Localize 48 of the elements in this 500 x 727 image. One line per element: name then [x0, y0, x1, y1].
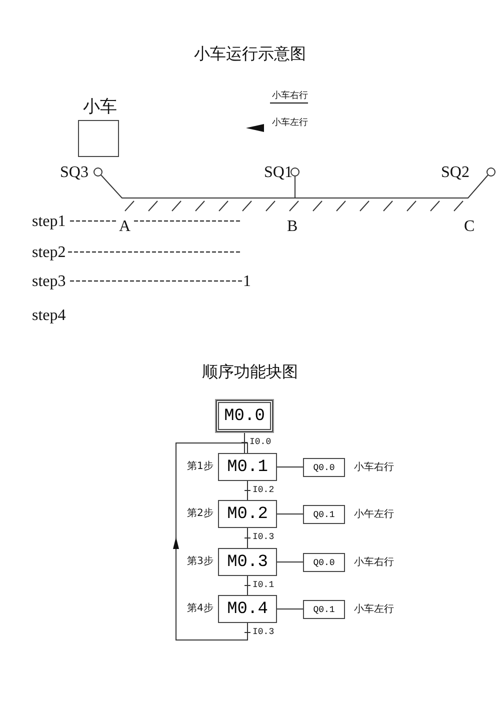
transition-label: I0.1 — [252, 580, 274, 590]
step-box — [218, 595, 277, 623]
node-label: Q0.0 — [313, 462, 335, 472]
action-label: 小车左行 — [354, 604, 394, 614]
action-box — [303, 600, 345, 619]
step-label: step2 — [32, 245, 66, 261]
step-number: 第4步 — [187, 604, 214, 614]
transition-label: I0.3 — [252, 533, 274, 542]
cart-box — [78, 120, 119, 157]
step-number: 第1步 — [187, 462, 214, 472]
legend-label: 小车左行 — [272, 119, 308, 128]
transition-label: I0.2 — [252, 486, 274, 494]
section-title: 顺序功能块图 — [201, 364, 299, 380]
action-box — [303, 505, 345, 524]
switch-label: SQ2 — [441, 165, 470, 181]
action-box — [303, 458, 345, 477]
action-box — [303, 553, 345, 572]
position-label: A — [119, 219, 131, 235]
node-label: Q0.0 — [313, 558, 335, 568]
legend-label: 小车右行 — [272, 92, 308, 101]
step-number: 第3步 — [187, 557, 214, 567]
step-number: 第2步 — [187, 509, 214, 519]
transition-label: I0.0 — [250, 438, 272, 446]
step-label: step4 — [32, 308, 66, 324]
cart-label: 小车 — [83, 99, 117, 116]
transition-label: I0.3 — [252, 628, 274, 636]
node-label: M0.2 — [227, 504, 268, 524]
switch-label: SQ1 — [264, 165, 292, 181]
action-label: 小车右行 — [354, 558, 394, 568]
position-label: C — [464, 219, 475, 235]
action-label: 小车右行 — [354, 462, 394, 472]
node-label: Q0.1 — [313, 510, 335, 520]
initial-step-box — [216, 400, 273, 432]
diagram-title: 小车运行示意图 — [193, 46, 307, 62]
position-label: B — [287, 219, 298, 235]
node-label: M0.1 — [227, 458, 268, 476]
position-label: 1 — [243, 274, 251, 290]
node-label: M0.4 — [227, 600, 268, 618]
action-label: 小午左行 — [354, 510, 394, 520]
switch-label: SQ3 — [60, 165, 88, 181]
step-label: step1 — [32, 214, 66, 230]
node-label: M0.3 — [227, 552, 268, 572]
node-label: M0.0 — [224, 406, 265, 426]
step-box — [218, 453, 277, 481]
step-box — [218, 500, 277, 528]
step-label: step3 — [32, 274, 66, 290]
step-box — [218, 548, 277, 576]
node-label: Q0.1 — [313, 604, 335, 614]
